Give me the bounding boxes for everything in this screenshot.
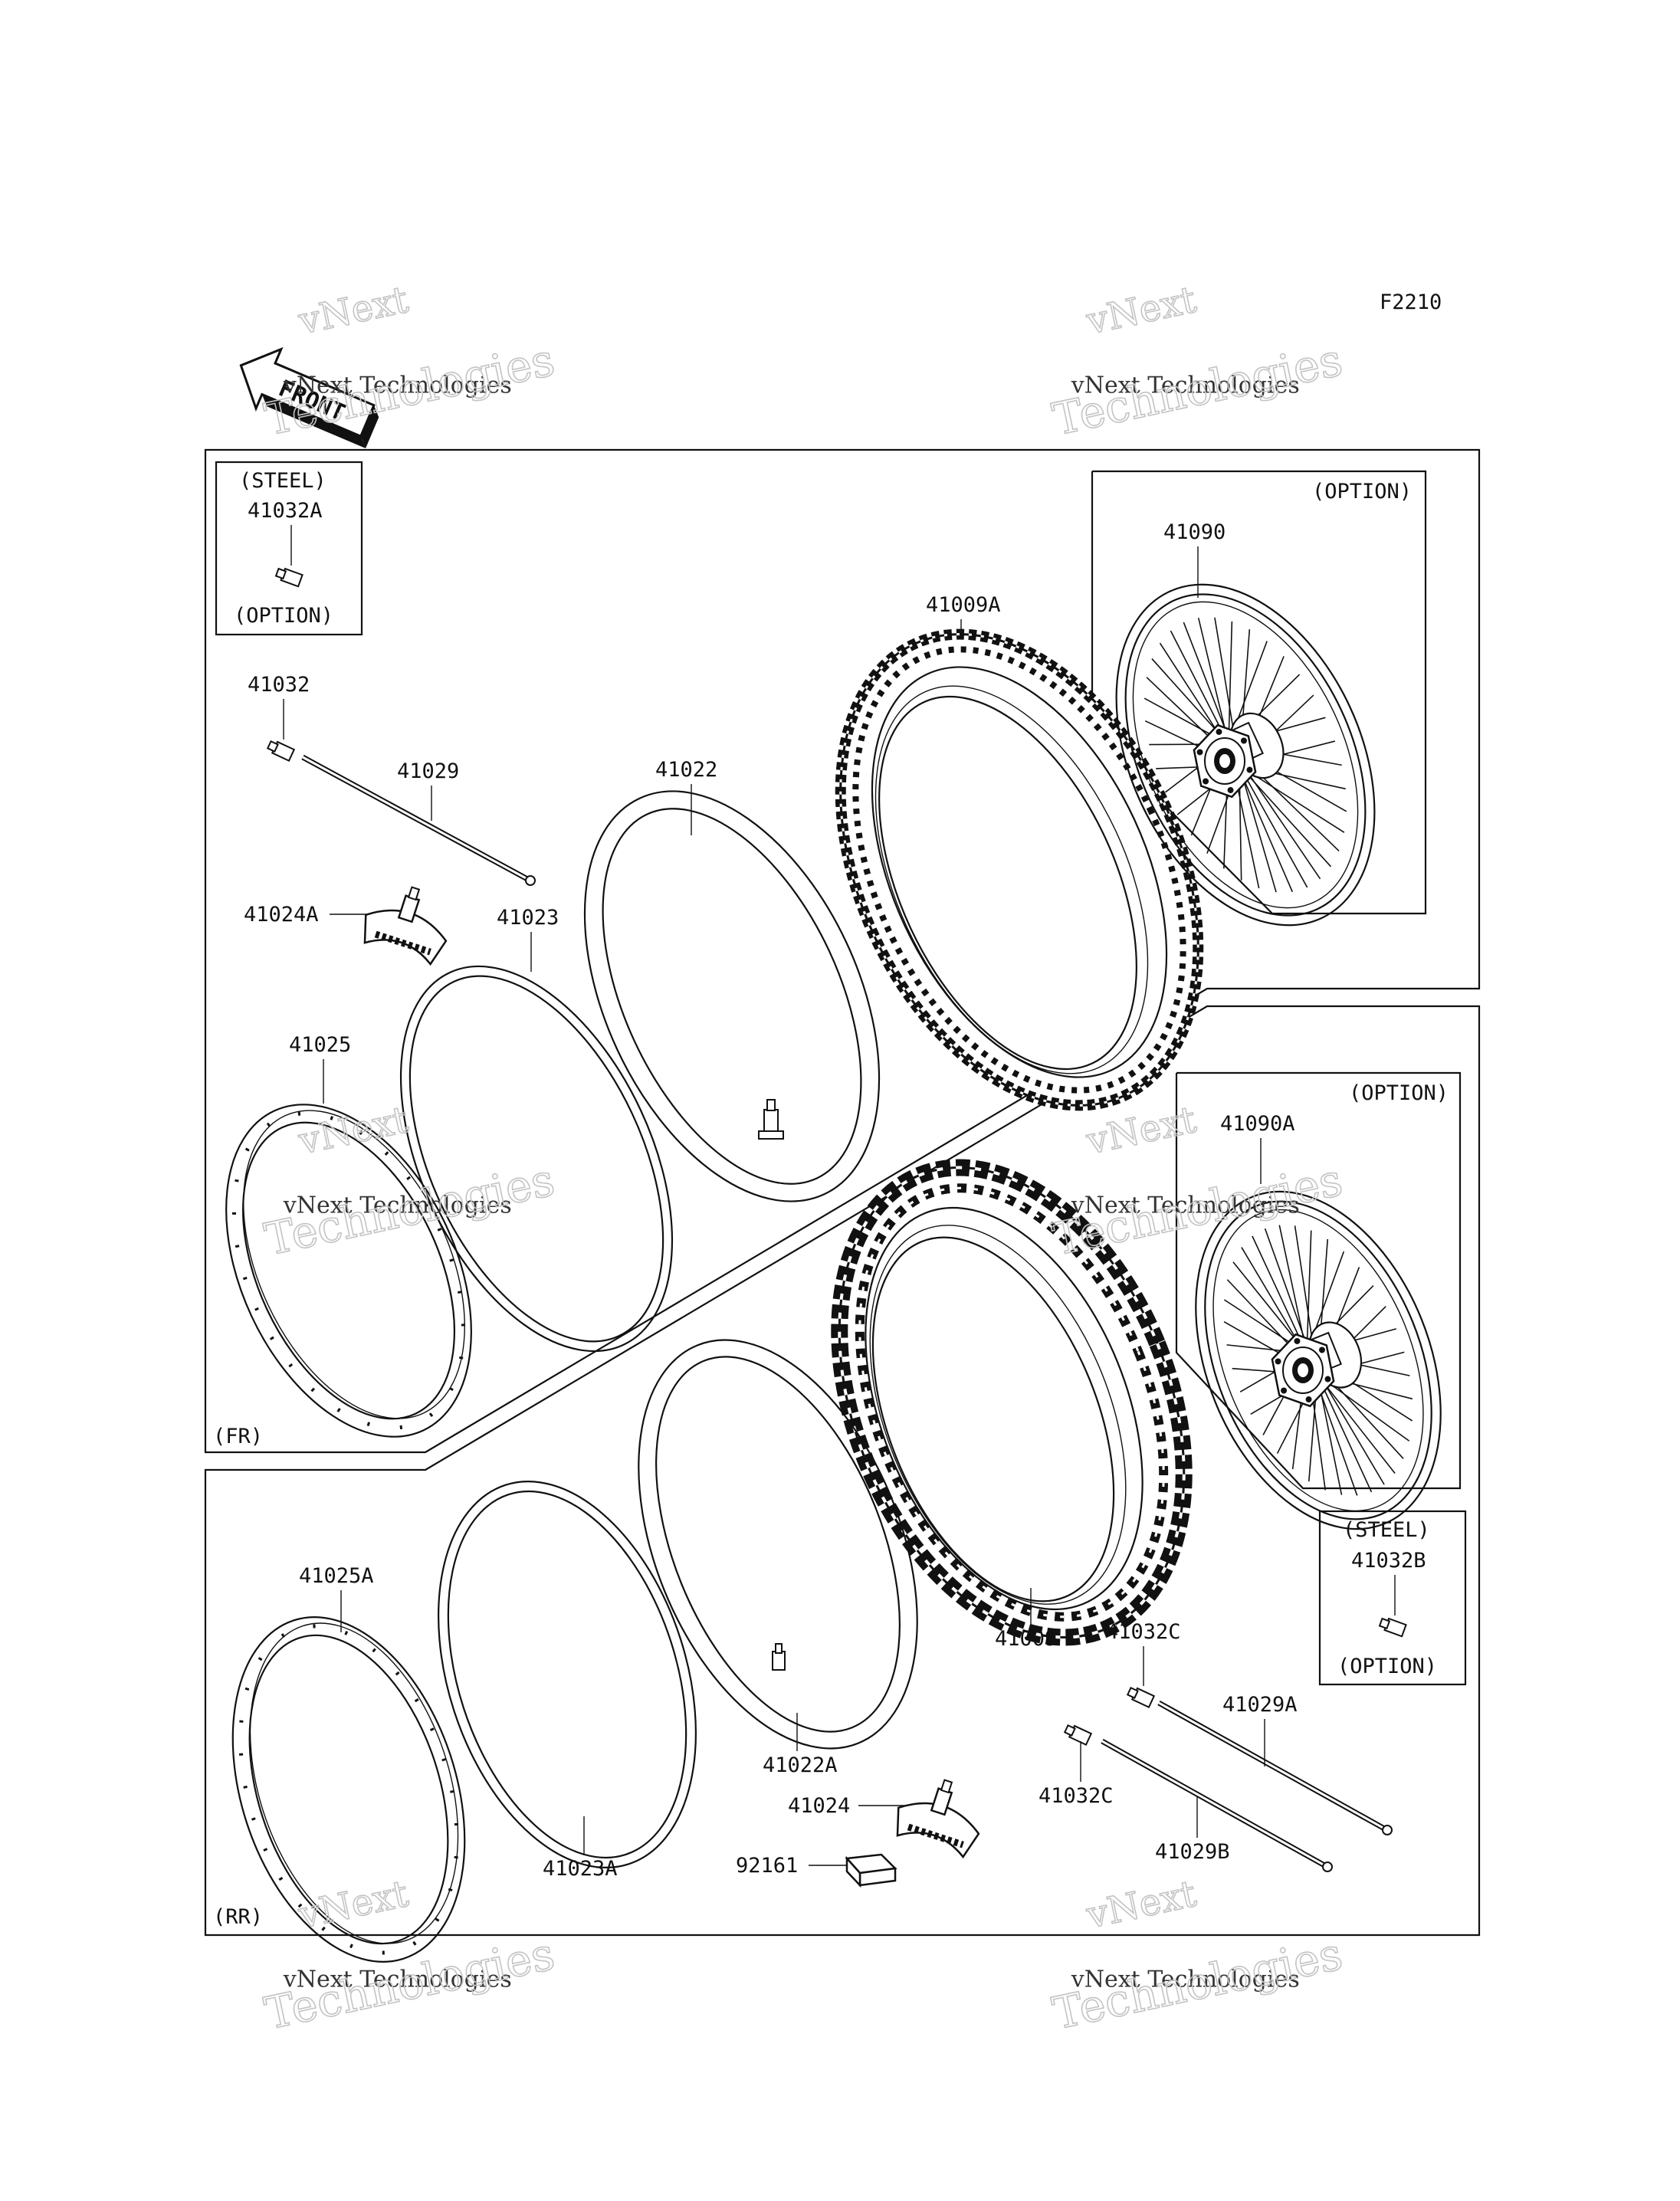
label-41023A: 41023A <box>543 1857 618 1881</box>
rim-front <box>225 1104 472 1438</box>
watermark-line2: vNext Technologies <box>283 372 512 399</box>
wheel-hub-icon <box>1271 1321 1363 1408</box>
watermark-line3: Technologies <box>1048 333 1347 445</box>
valve-core-icon <box>274 567 304 588</box>
rear-section-border <box>204 1005 1481 1937</box>
watermark-line3: Technologies <box>261 333 559 445</box>
label-41023: 41023 <box>497 906 559 930</box>
watermark-line1: vNext <box>294 1098 412 1163</box>
tire-front <box>835 628 1204 1111</box>
air-valve-icon <box>266 740 296 762</box>
label-41090A: 41090A <box>1220 1112 1295 1136</box>
tube-valve-icon <box>772 1643 786 1671</box>
watermark-line3: Technologies <box>261 1153 559 1265</box>
wheel-rear-tag: (OPTION) <box>1349 1081 1449 1105</box>
inner-tube-front <box>583 790 881 1202</box>
front-section-border <box>204 448 1481 1454</box>
front-section-label: (FR) <box>213 1425 263 1448</box>
spoke-front <box>301 754 536 886</box>
watermark-line1: vNext <box>1082 1872 1199 1937</box>
watermark-line2: vNext Technologies <box>283 1192 512 1219</box>
label-41032C-top: 41032C <box>1106 1620 1181 1644</box>
label-41009A: 41009A <box>926 593 1001 617</box>
label-41090: 41090 <box>1163 520 1226 544</box>
steel-front-top: (STEEL) <box>239 469 326 493</box>
rim-band-front <box>399 965 674 1353</box>
label-41024: 41024 <box>788 1794 850 1818</box>
watermark-line1: vNext <box>1082 1098 1199 1163</box>
valve-core-icon <box>1378 1617 1407 1638</box>
label-41029A: 41029A <box>1222 1693 1298 1717</box>
steel-rear-bottom: (OPTION) <box>1337 1655 1437 1678</box>
tire-rear <box>831 1159 1193 1646</box>
watermark-line2: vNext Technologies <box>1071 1192 1300 1219</box>
rim-band-rear <box>438 1481 697 1868</box>
label-41032: 41032 <box>248 673 310 697</box>
watermark-line1: vNext <box>1082 278 1199 343</box>
watermark-line2: vNext Technologies <box>1071 1966 1300 1993</box>
diagram-code: F2210 <box>1380 290 1442 314</box>
air-valve-icon <box>1126 1687 1156 1708</box>
label-41025: 41025 <box>289 1033 351 1057</box>
label-92161: 92161 <box>736 1854 798 1878</box>
tube-valve-icon <box>758 1099 784 1140</box>
air-valve-icon <box>1063 1724 1093 1746</box>
steel-option-box-front: (STEEL) 41032A (OPTION) <box>215 461 363 636</box>
watermark-line1: vNext <box>294 278 412 343</box>
watermark-line3: Technologies <box>1048 1153 1347 1265</box>
label-41022: 41022 <box>655 758 717 782</box>
watermark-line2: vNext Technologies <box>283 1966 512 1993</box>
rim-rear <box>231 1616 466 1963</box>
steel-rear-top: (STEEL) <box>1343 1518 1430 1542</box>
steel-rear-part: 41032B <box>1351 1549 1426 1573</box>
spoke-rear-a <box>1157 1700 1393 1835</box>
label-41029B: 41029B <box>1155 1840 1230 1864</box>
wheel-assembly-rear <box>1195 1190 1442 1530</box>
wheel-option-box-rear: (OPTION) <box>1175 1071 1462 1490</box>
steel-front-part: 41032A <box>248 499 323 523</box>
watermark-line3: Technologies <box>1048 1927 1347 2039</box>
watermark-line2: vNext Technologies <box>1071 372 1300 399</box>
spoke-rear-b <box>1101 1738 1333 1872</box>
watermark-line1: vNext <box>294 1872 412 1937</box>
label-41032C-bottom: 41032C <box>1039 1784 1114 1808</box>
label-41025A: 41025A <box>299 1564 374 1588</box>
rim-lock-icon <box>363 886 448 966</box>
wheel-assembly-front <box>1115 583 1376 927</box>
steel-option-box-rear: (STEEL) 41032B (OPTION) <box>1318 1510 1467 1686</box>
rear-section-label: (RR) <box>213 1905 263 1929</box>
wheel-option-box-front: (OPTION) <box>1091 470 1427 915</box>
inner-tube-rear <box>638 1339 918 1750</box>
label-41022A: 41022A <box>763 1753 838 1777</box>
rim-lock-icon <box>896 1779 980 1859</box>
rim-lock-pad-icon <box>845 1853 897 1888</box>
steel-front-bottom: (OPTION) <box>234 604 333 628</box>
wheel-front-tag: (OPTION) <box>1312 480 1412 504</box>
wheel-hub-icon <box>1193 712 1285 799</box>
watermark-line3: Technologies <box>261 1927 559 2039</box>
label-41029: 41029 <box>397 759 459 783</box>
label-41009: 41009 <box>995 1627 1057 1651</box>
label-41024A: 41024A <box>244 903 319 927</box>
